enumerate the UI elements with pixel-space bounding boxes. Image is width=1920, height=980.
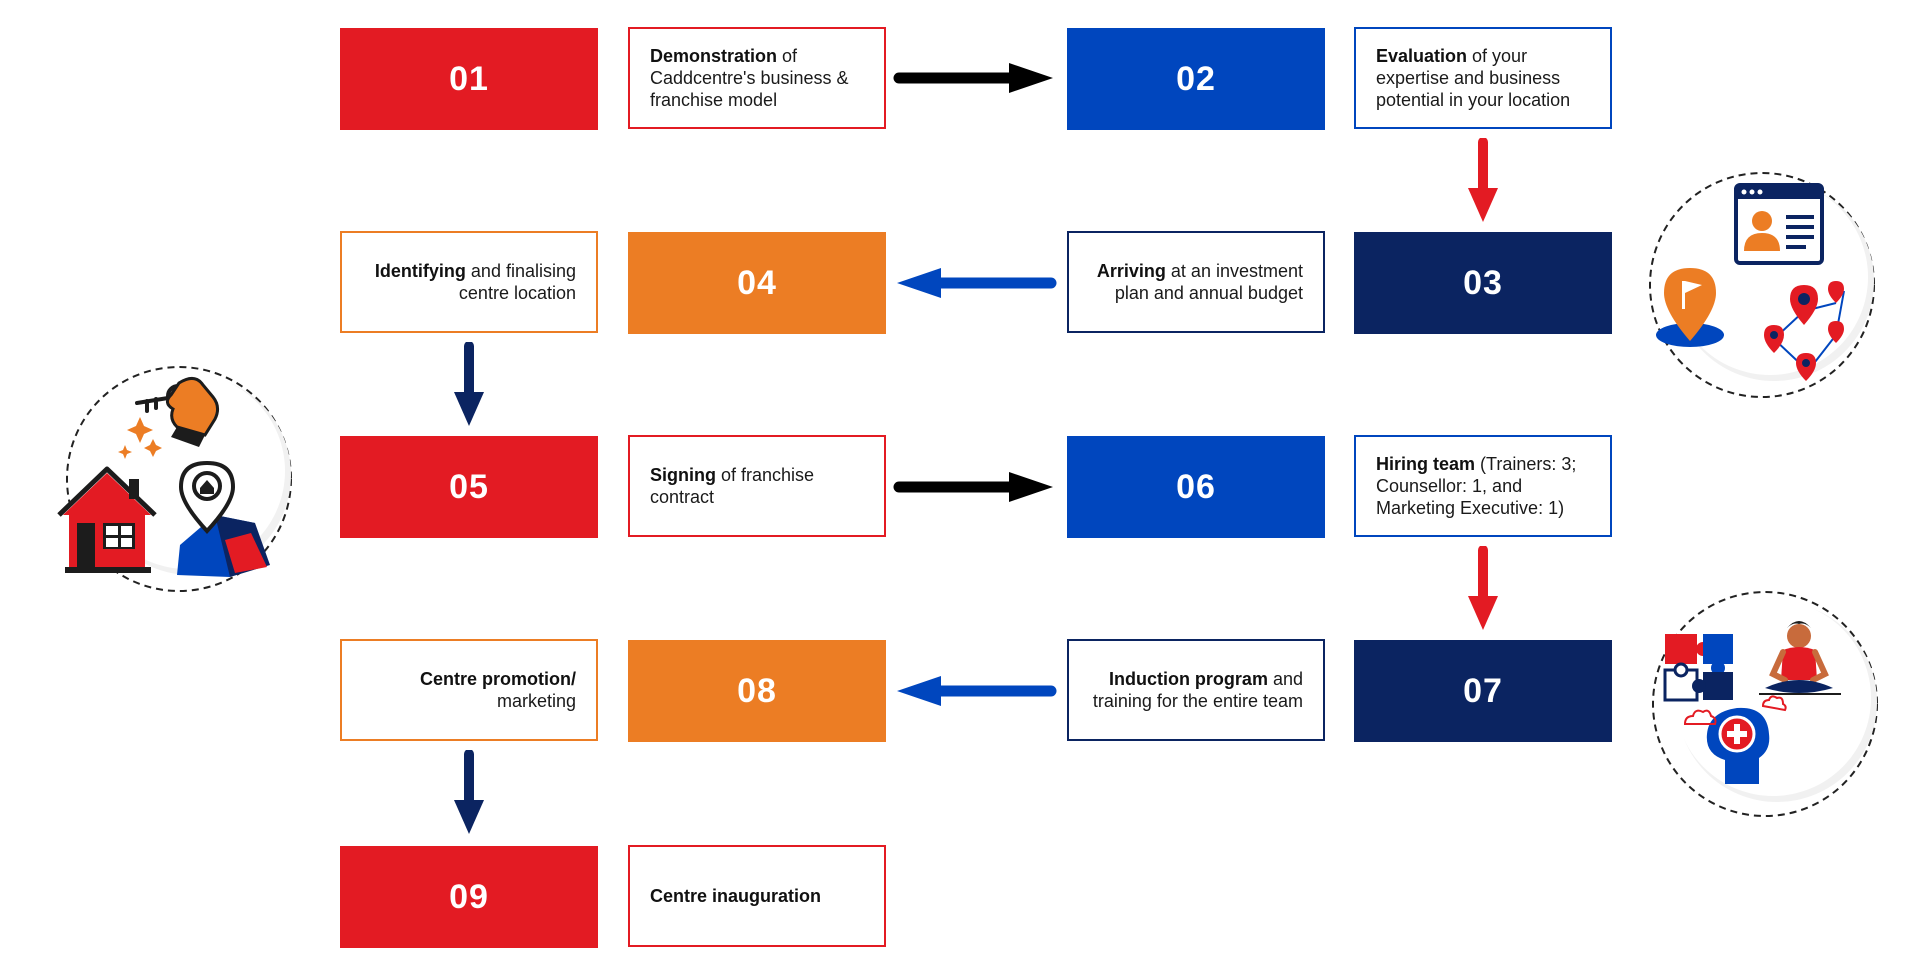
step-08-text: Centre promotion/ marketing: [340, 639, 598, 741]
step-05-number: 05: [340, 436, 598, 538]
step-03-rest: at an investment plan and annual budget: [1114, 261, 1303, 303]
step-03-text: Arriving at an investment plan and annua…: [1067, 231, 1325, 333]
step-04-number: 04: [628, 232, 886, 334]
house-key-location-icon: [57, 366, 292, 592]
step-08-bold: Centre promotion/: [420, 669, 576, 689]
step-01-bold: Demonstration: [650, 46, 778, 66]
step-06-bold: Hiring team: [1376, 454, 1476, 474]
step-06-text: Hiring team (Trainers: 3; Counsellor: 1,…: [1354, 435, 1612, 537]
step-02-number: 02: [1067, 28, 1325, 130]
arrow-down-06-07: [1468, 546, 1498, 630]
step-08-number: 08: [628, 640, 886, 742]
step-04-bold: Identifying: [374, 261, 466, 281]
route-pins-icon: [1764, 281, 1845, 381]
health-head-icon: [1683, 695, 1787, 784]
step-04-text: Identifying and finalising centre locati…: [340, 231, 598, 333]
house-icon: [57, 466, 157, 573]
step-07-text: Induction program and training for the e…: [1067, 639, 1325, 741]
step-03-number: 03: [1354, 232, 1612, 334]
arrow-down-02-03: [1468, 138, 1498, 222]
step-05-bold: Signing: [650, 465, 716, 485]
step-01-number: 01: [340, 28, 598, 130]
step-01-text: Demonstration of Caddcentre's business &…: [628, 27, 886, 129]
step-02-rest: of your expertise and business potential…: [1376, 46, 1571, 110]
step-05-text: Signing of franchise contract: [628, 435, 886, 537]
step-09-number: 09: [340, 846, 598, 948]
step-01-rest: of Caddcentre's business & franchise mod…: [650, 46, 849, 110]
map-pin-icon: [177, 460, 270, 577]
arrow-down-04-05: [454, 342, 484, 426]
arrow-right-01-02: [893, 63, 1053, 93]
step-06-number: 06: [1067, 436, 1325, 538]
profile-card-icon: [1734, 183, 1824, 265]
step-07-number: 07: [1354, 640, 1612, 742]
step-04-rest: and finalising centre location: [458, 261, 576, 303]
flag-pin-icon: [1656, 268, 1724, 347]
step-06-rest: (Trainers: 3; Counsellor: 1, and Marketi…: [1376, 454, 1577, 518]
step-05-rest: of franchise contract: [650, 465, 815, 507]
step-03-bold: Arriving: [1096, 261, 1166, 281]
step-02-bold: Evaluation: [1376, 46, 1468, 66]
arrow-right-05-06: [893, 472, 1053, 502]
puzzle-meditation-health-icon: [1652, 591, 1878, 817]
step-09-bold: Centre inauguration: [650, 886, 822, 906]
step-07-bold: Induction program: [1108, 669, 1268, 689]
profile-location-map-icon: [1649, 172, 1875, 398]
step-02-text: Evaluation of your expertise and busines…: [1354, 27, 1612, 129]
meditation-icon: [1759, 621, 1841, 695]
arrow-left-07-08: [897, 676, 1057, 706]
step-07-rest: and training for the entire team: [1092, 669, 1303, 711]
puzzle-icon: [1663, 634, 1733, 702]
step-09-text: Centre inauguration: [628, 845, 886, 947]
arrow-down-08-09: [454, 750, 484, 834]
arrow-left-03-04: [897, 268, 1057, 298]
step-08-rest: marketing: [496, 691, 576, 711]
